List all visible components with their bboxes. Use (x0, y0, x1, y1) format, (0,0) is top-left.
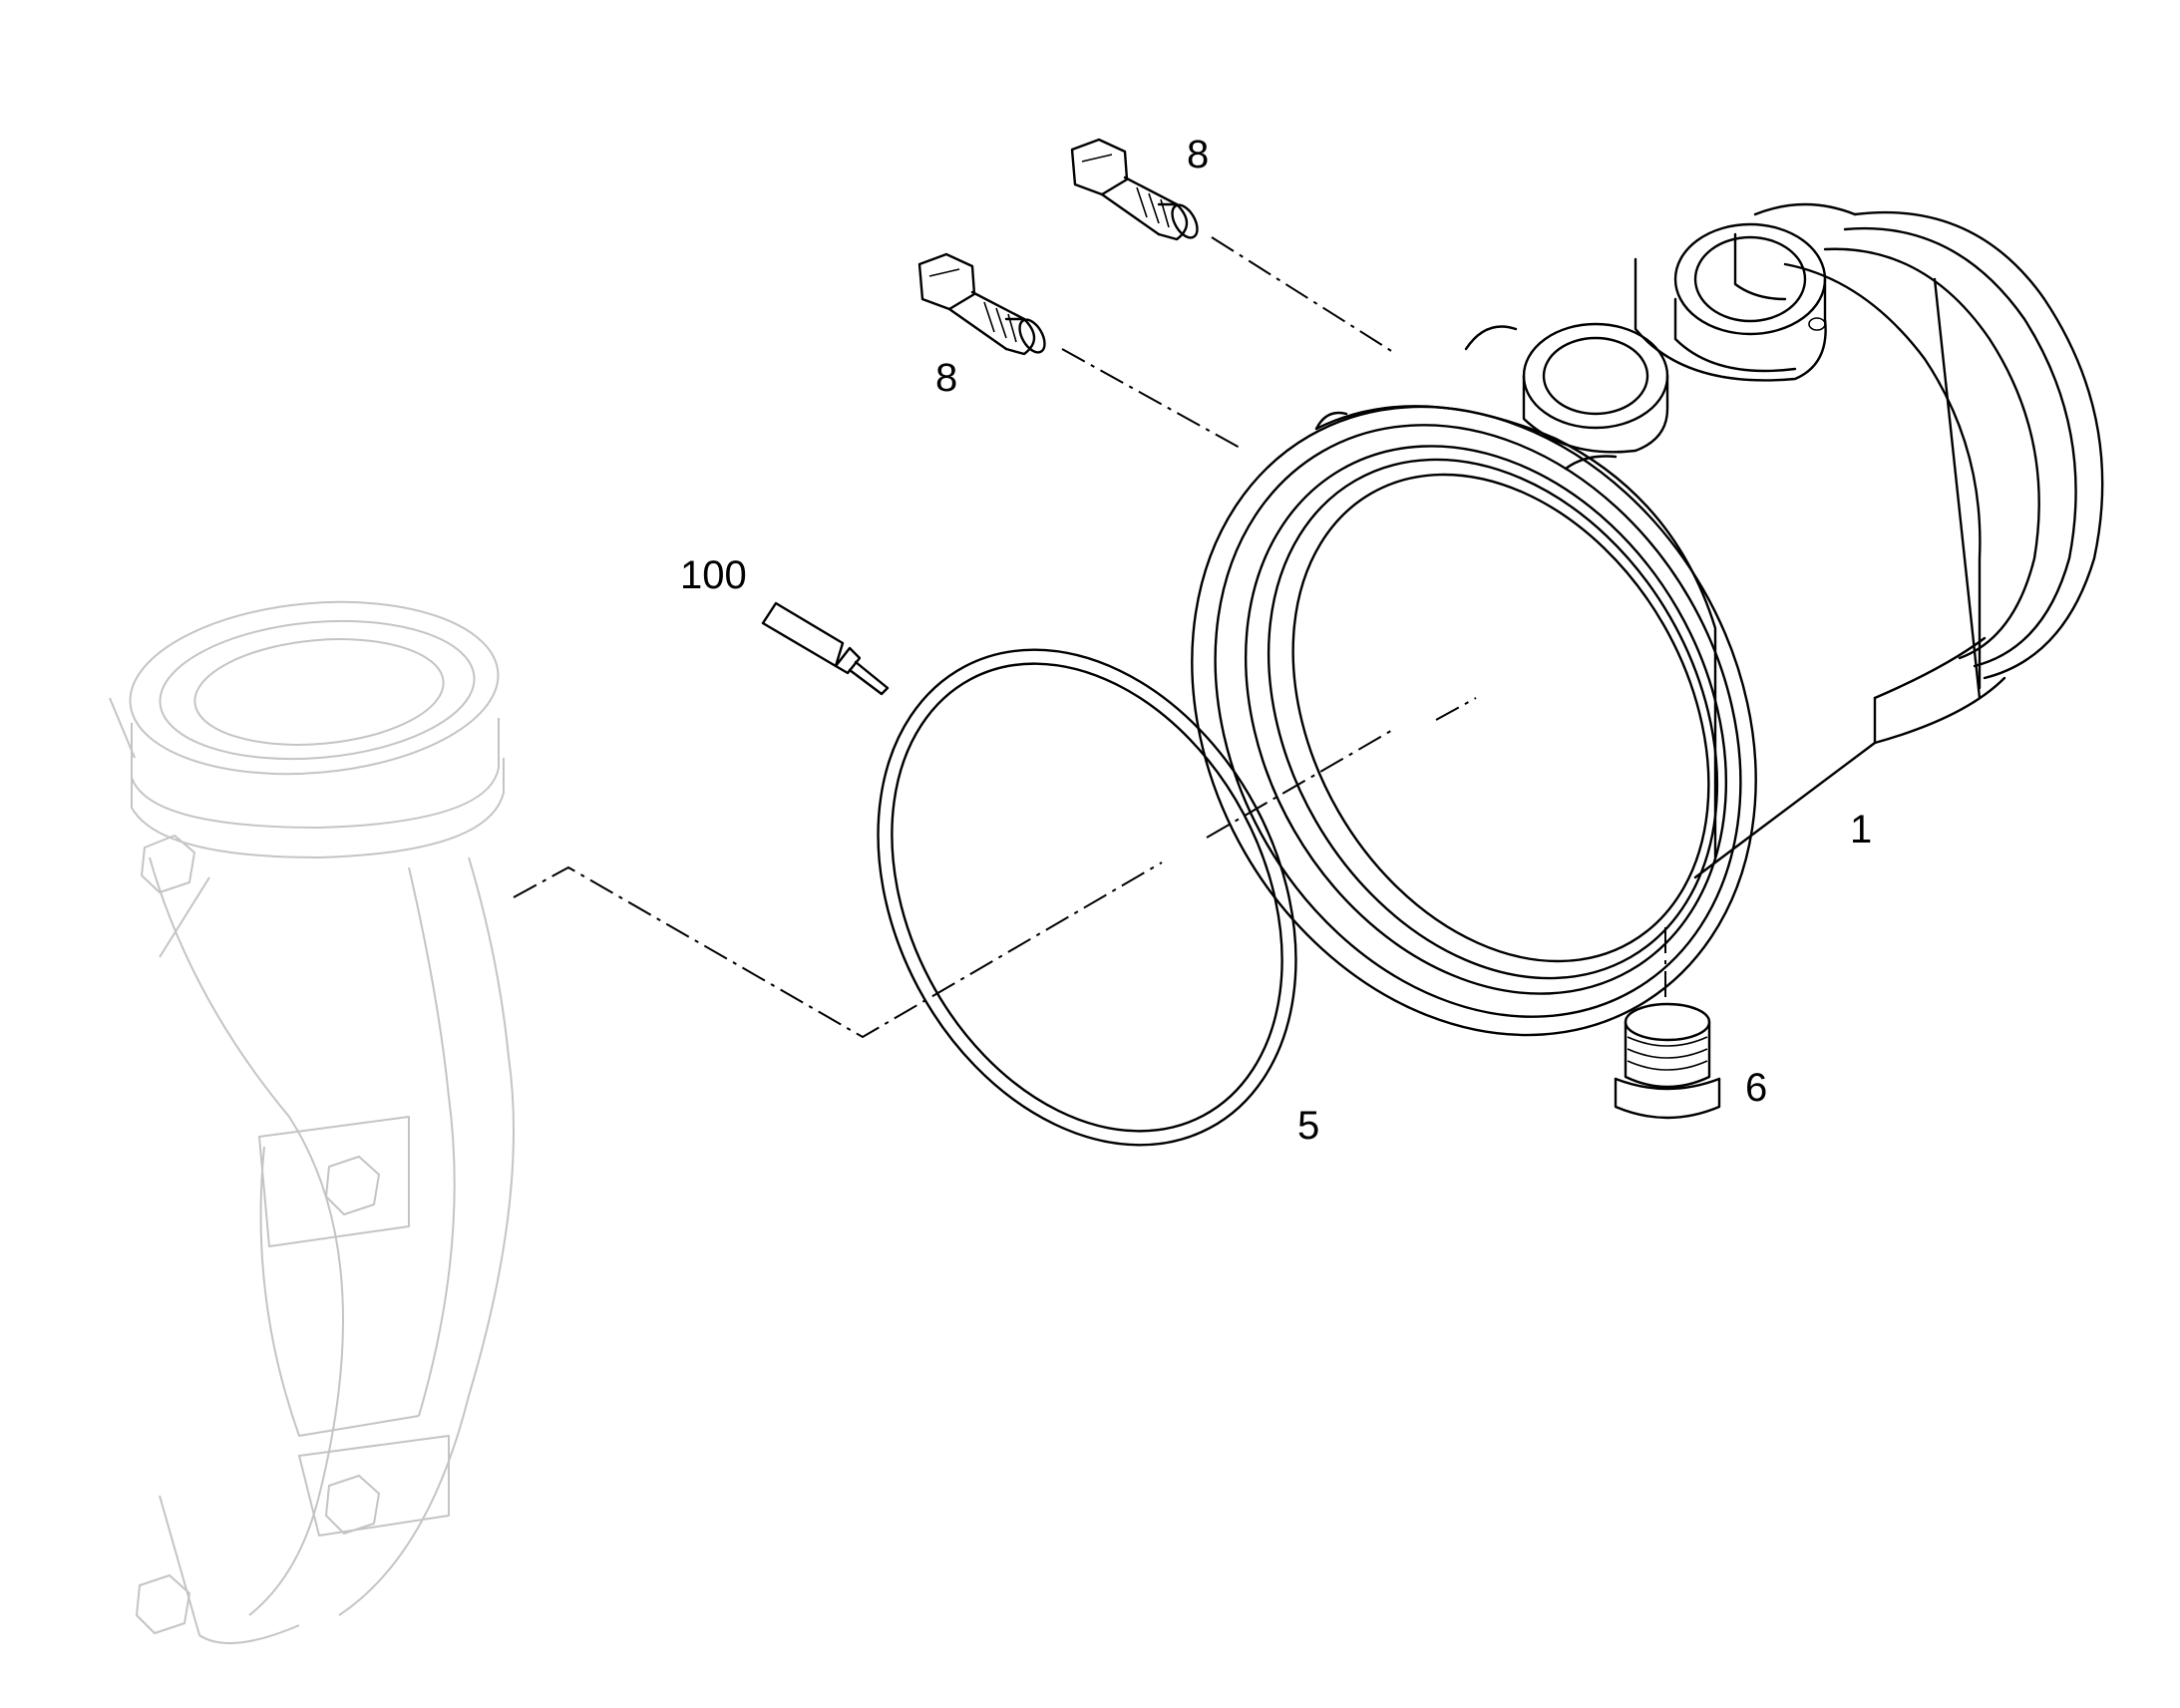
callout-6: 6 (1745, 1066, 1768, 1110)
plug-part-6 (1614, 1002, 1721, 1120)
housing-part-1 (1191, 202, 2104, 1037)
callout-1: 1 (1850, 808, 1873, 852)
bolt-part-8-lower (917, 252, 1046, 356)
callout-8-upper: 8 (1187, 133, 1210, 176)
callout-8-lower: 8 (935, 356, 958, 400)
callout-5: 5 (1297, 1104, 1320, 1148)
bolt-part-8-upper (1070, 138, 1199, 241)
assembly-axis-lines (513, 236, 1666, 1039)
callout-100: 100 (680, 553, 747, 597)
ghost-pipe-elbow (109, 600, 515, 1644)
o-ring-part-5 (877, 648, 1297, 1147)
sealant-tube-part-100 (761, 601, 890, 696)
